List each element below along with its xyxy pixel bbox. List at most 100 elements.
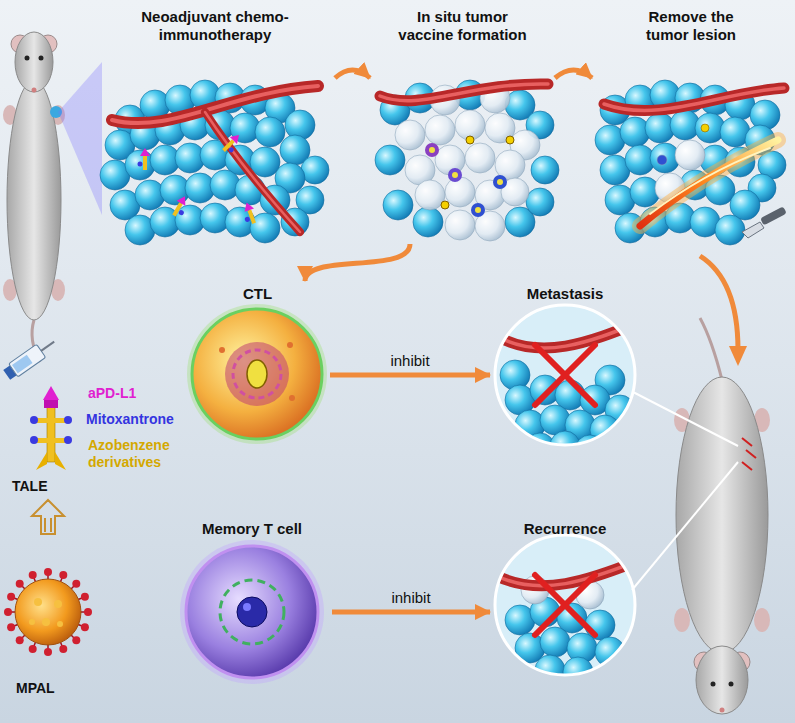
node-heading: CTL: [243, 285, 272, 303]
mpal-nanoparticle-part: [15, 579, 81, 645]
scalpel: [742, 206, 787, 238]
mouse-left-part: [25, 56, 30, 61]
immune-cell-part: [441, 201, 449, 209]
metastasis-inset: [495, 305, 640, 465]
memory-t-cell-part: [180, 540, 324, 684]
blood-vessel: [380, 84, 548, 101]
tumor-cluster-part: [285, 110, 315, 140]
tumor-cluster: [100, 80, 329, 245]
blood-vessel: [112, 86, 318, 232]
syringe-part: [12, 355, 32, 374]
laser-fire: [640, 140, 778, 226]
tale-particle: [138, 131, 259, 225]
leader-line: [632, 392, 738, 590]
metastasis-inset-part-part: [535, 345, 595, 405]
cell-node: CTL: [185, 281, 330, 446]
tale-molecule-part: [47, 404, 55, 462]
dying-tumor-cell-part: [445, 177, 475, 207]
metastasis-inset-part-part-part: [525, 433, 555, 463]
flow-arrow: [305, 244, 410, 281]
recurrence-inset-part: [495, 535, 635, 675]
mpal-nanoparticle-part: [4, 568, 92, 656]
part-label: aPD-L1: [88, 385, 136, 402]
mouse-right-part-part: [742, 438, 752, 446]
laser-fire-part: [650, 148, 770, 214]
tumor-cluster-part: [125, 150, 155, 180]
mpal-nanoparticle-part-part: [16, 580, 24, 588]
dying-tumor-cell-part: [675, 140, 705, 170]
recurrence-inset-part-part: [535, 575, 595, 635]
mouse-right: [674, 318, 770, 714]
mouse-right-part: [700, 318, 722, 380]
tale-particle-part-part: [242, 201, 254, 212]
recurrence-inset-part: [495, 560, 640, 687]
metastasis-inset-part: [495, 305, 635, 445]
part-label: Azobenzene derivatives: [88, 437, 184, 471]
memory-t-cell-part: [186, 546, 318, 678]
tumor-cluster-part: [301, 156, 329, 184]
mouse-left-part: [7, 80, 61, 320]
scalpel-part: [760, 206, 787, 225]
ctl-cell: [187, 304, 327, 444]
mouse-right-part: [729, 682, 734, 687]
immune-cell-part: [452, 172, 458, 178]
dying-tumor-cell-part: [445, 210, 475, 240]
ctl-cell-part: [233, 350, 281, 398]
tale-particle-part-part: [178, 209, 185, 216]
mpal-nanoparticle-part-part: [29, 571, 37, 579]
ctl-cell-part: [247, 360, 267, 388]
mpal-nanoparticle: [4, 568, 92, 656]
recurrence-inset-part-part: [495, 560, 640, 586]
immune-cell-part: [429, 147, 435, 153]
blood-vessel-part: [380, 84, 548, 101]
tumor-cluster-part: [250, 147, 280, 177]
mpal-nanoparticle-part-part: [81, 593, 89, 601]
process-arrow-part: [729, 346, 747, 366]
tumor-stage: In situ tumor vaccine formation: [370, 4, 555, 244]
metastasis-inset-part-part-part: [530, 375, 560, 405]
metastasis-inset-part-part-part: [500, 360, 530, 390]
blood-vessel-part: [205, 112, 300, 232]
cell-node: Memory T cell: [172, 516, 332, 691]
mouse-right-part: [696, 646, 748, 714]
syringe-part: [9, 344, 46, 377]
node-heading: Metastasis: [527, 285, 604, 303]
tale-molecule-part: [55, 452, 66, 470]
tale-molecule-part: [64, 436, 72, 444]
tumor-cluster-part: [135, 180, 165, 210]
blood-vessel-part: [205, 112, 300, 232]
immune-cell-part: [466, 136, 474, 144]
tumor-cluster-part: [750, 100, 780, 130]
mouse-left-part: [39, 56, 44, 61]
tale-particle-part-part: [138, 162, 143, 167]
part-label: Mitoxantrone: [86, 411, 174, 428]
metastasis-inset-part: [495, 305, 635, 445]
tale-molecule: [30, 386, 72, 470]
tale-particle-part-part: [244, 216, 250, 222]
recurrence-inset-part-part: [495, 560, 640, 586]
tale-molecule-part: [36, 418, 66, 423]
blood-vessel: [604, 88, 784, 111]
tumor-cluster-part: [715, 215, 745, 245]
tale-particle-part: [138, 148, 151, 170]
tale-particle-part-part: [247, 209, 256, 224]
leader-line-part: [633, 392, 738, 446]
mpal-nanoparticle-part-part: [81, 623, 89, 631]
metastasis-inset-part-part-part: [590, 415, 620, 445]
metastasis-inset-part-part: [535, 345, 595, 405]
immune-cell-part: [493, 175, 507, 189]
process-arrow-part: [700, 256, 738, 350]
flow-arrow: [332, 610, 490, 615]
part-label: TALE: [12, 478, 48, 495]
tumor-cluster-part: [375, 145, 405, 175]
flow-arrow: [555, 70, 592, 78]
mpal-nanoparticle-part-part: [7, 593, 15, 601]
memory-t-cell-part: [237, 597, 267, 627]
tale-particle-part: [240, 201, 259, 226]
node-heading: Memory T cell: [202, 520, 302, 538]
recurrence-inset-part-part-part: [540, 627, 570, 657]
tale-molecule-part: [30, 436, 38, 444]
node-heading: Recurrence: [524, 520, 607, 538]
mouse-left: [3, 32, 102, 362]
